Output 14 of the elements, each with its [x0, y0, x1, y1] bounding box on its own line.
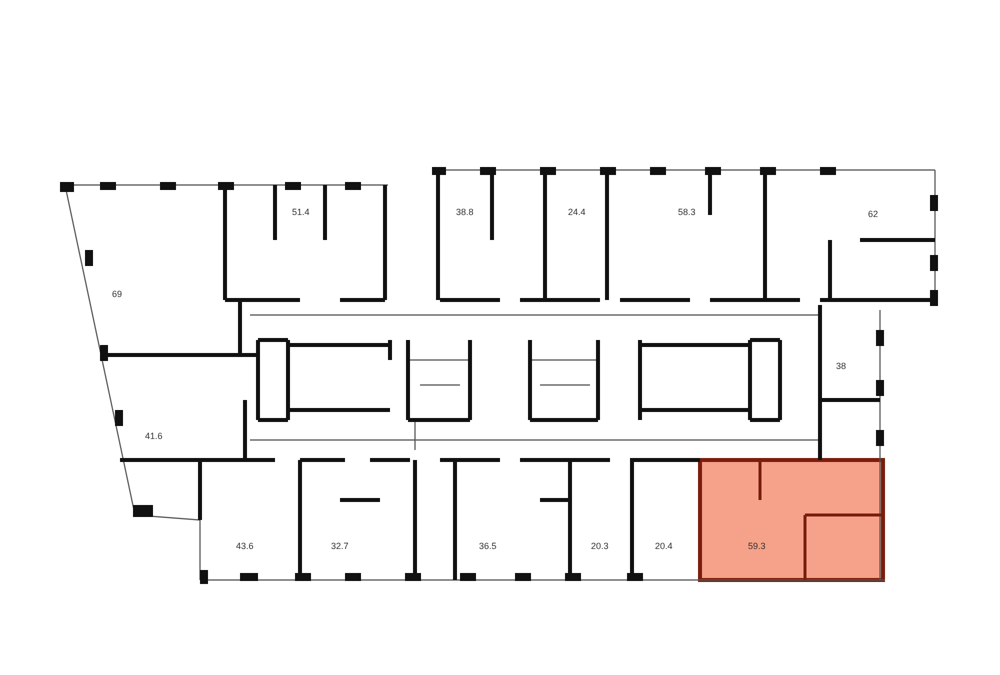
area-label: 51.4	[292, 208, 310, 217]
area-label: 24.4	[568, 208, 586, 217]
area-label: 38.8	[456, 208, 474, 217]
area-label: 41.6	[145, 432, 163, 441]
area-label: 20.3	[591, 542, 609, 551]
area-label: 32.7	[331, 542, 349, 551]
area-label: 43.6	[236, 542, 254, 551]
area-label: 58.3	[678, 208, 696, 217]
area-label: 36.5	[479, 542, 497, 551]
area-label: 59.3	[748, 542, 766, 551]
area-label: 38	[836, 362, 846, 371]
area-label: 62	[868, 210, 878, 219]
area-label: 69	[112, 290, 122, 299]
area-label: 20.4	[655, 542, 673, 551]
